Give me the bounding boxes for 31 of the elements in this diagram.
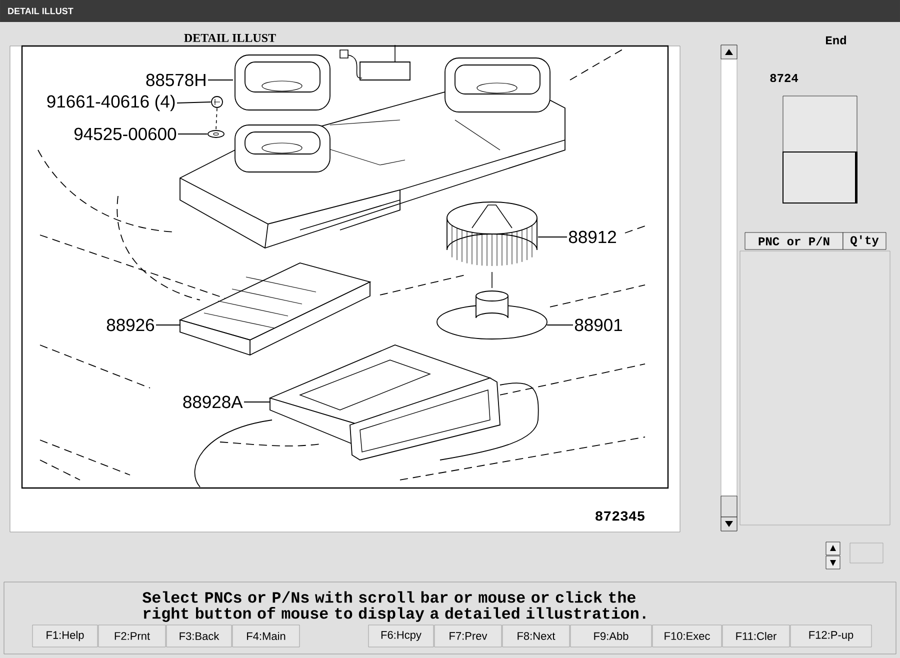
function-key-button: F4:Main [232,624,300,648]
function-key-button: F2:Prnt [98,624,166,648]
function-key-button: F1:Help [32,624,98,648]
function-key-button: F7:Prev [434,624,502,648]
callout-number: 91661-40616 (4) [47,94,175,112]
callout-number: 88912 [568,230,616,244]
page-indicator: End [826,36,846,44]
function-key-button: F10:Exec [652,624,722,648]
function-key-button: F8:Next [502,624,570,648]
callout-number: 88928A [183,396,243,408]
callout-number: 88578H [146,74,206,86]
instruction-text: Select PNCs or P/Ns with scroll bar or mouse or click the right button of mouse to display a detailed illustration. [142,591,646,622]
leader-line [176,102,212,104]
figure-number: 8724 [770,74,798,82]
function-key-button: F3:Back [166,624,232,648]
function-key-button: F6:Hcpy [368,624,434,648]
panel-title: DETAIL ILLUST [184,34,276,42]
function-key-button: F11:Cler [722,624,790,648]
leader-line [156,324,180,326]
leader-line [216,108,218,130]
function-key-button: F9:Abb [570,624,652,648]
leader-line [538,236,568,238]
callout-number: 94525-00600 [74,128,176,140]
callout-number: 88901 [574,318,622,332]
column-header: Q'ty [842,232,886,250]
leader-line [546,324,574,326]
drawing-number: 872345 [596,511,644,521]
callout-number: 88926 [106,318,154,332]
function-key-button: F12:P-up [790,624,872,648]
washer-icon [208,130,224,138]
title-bar: DETAIL ILLUST [0,0,900,22]
